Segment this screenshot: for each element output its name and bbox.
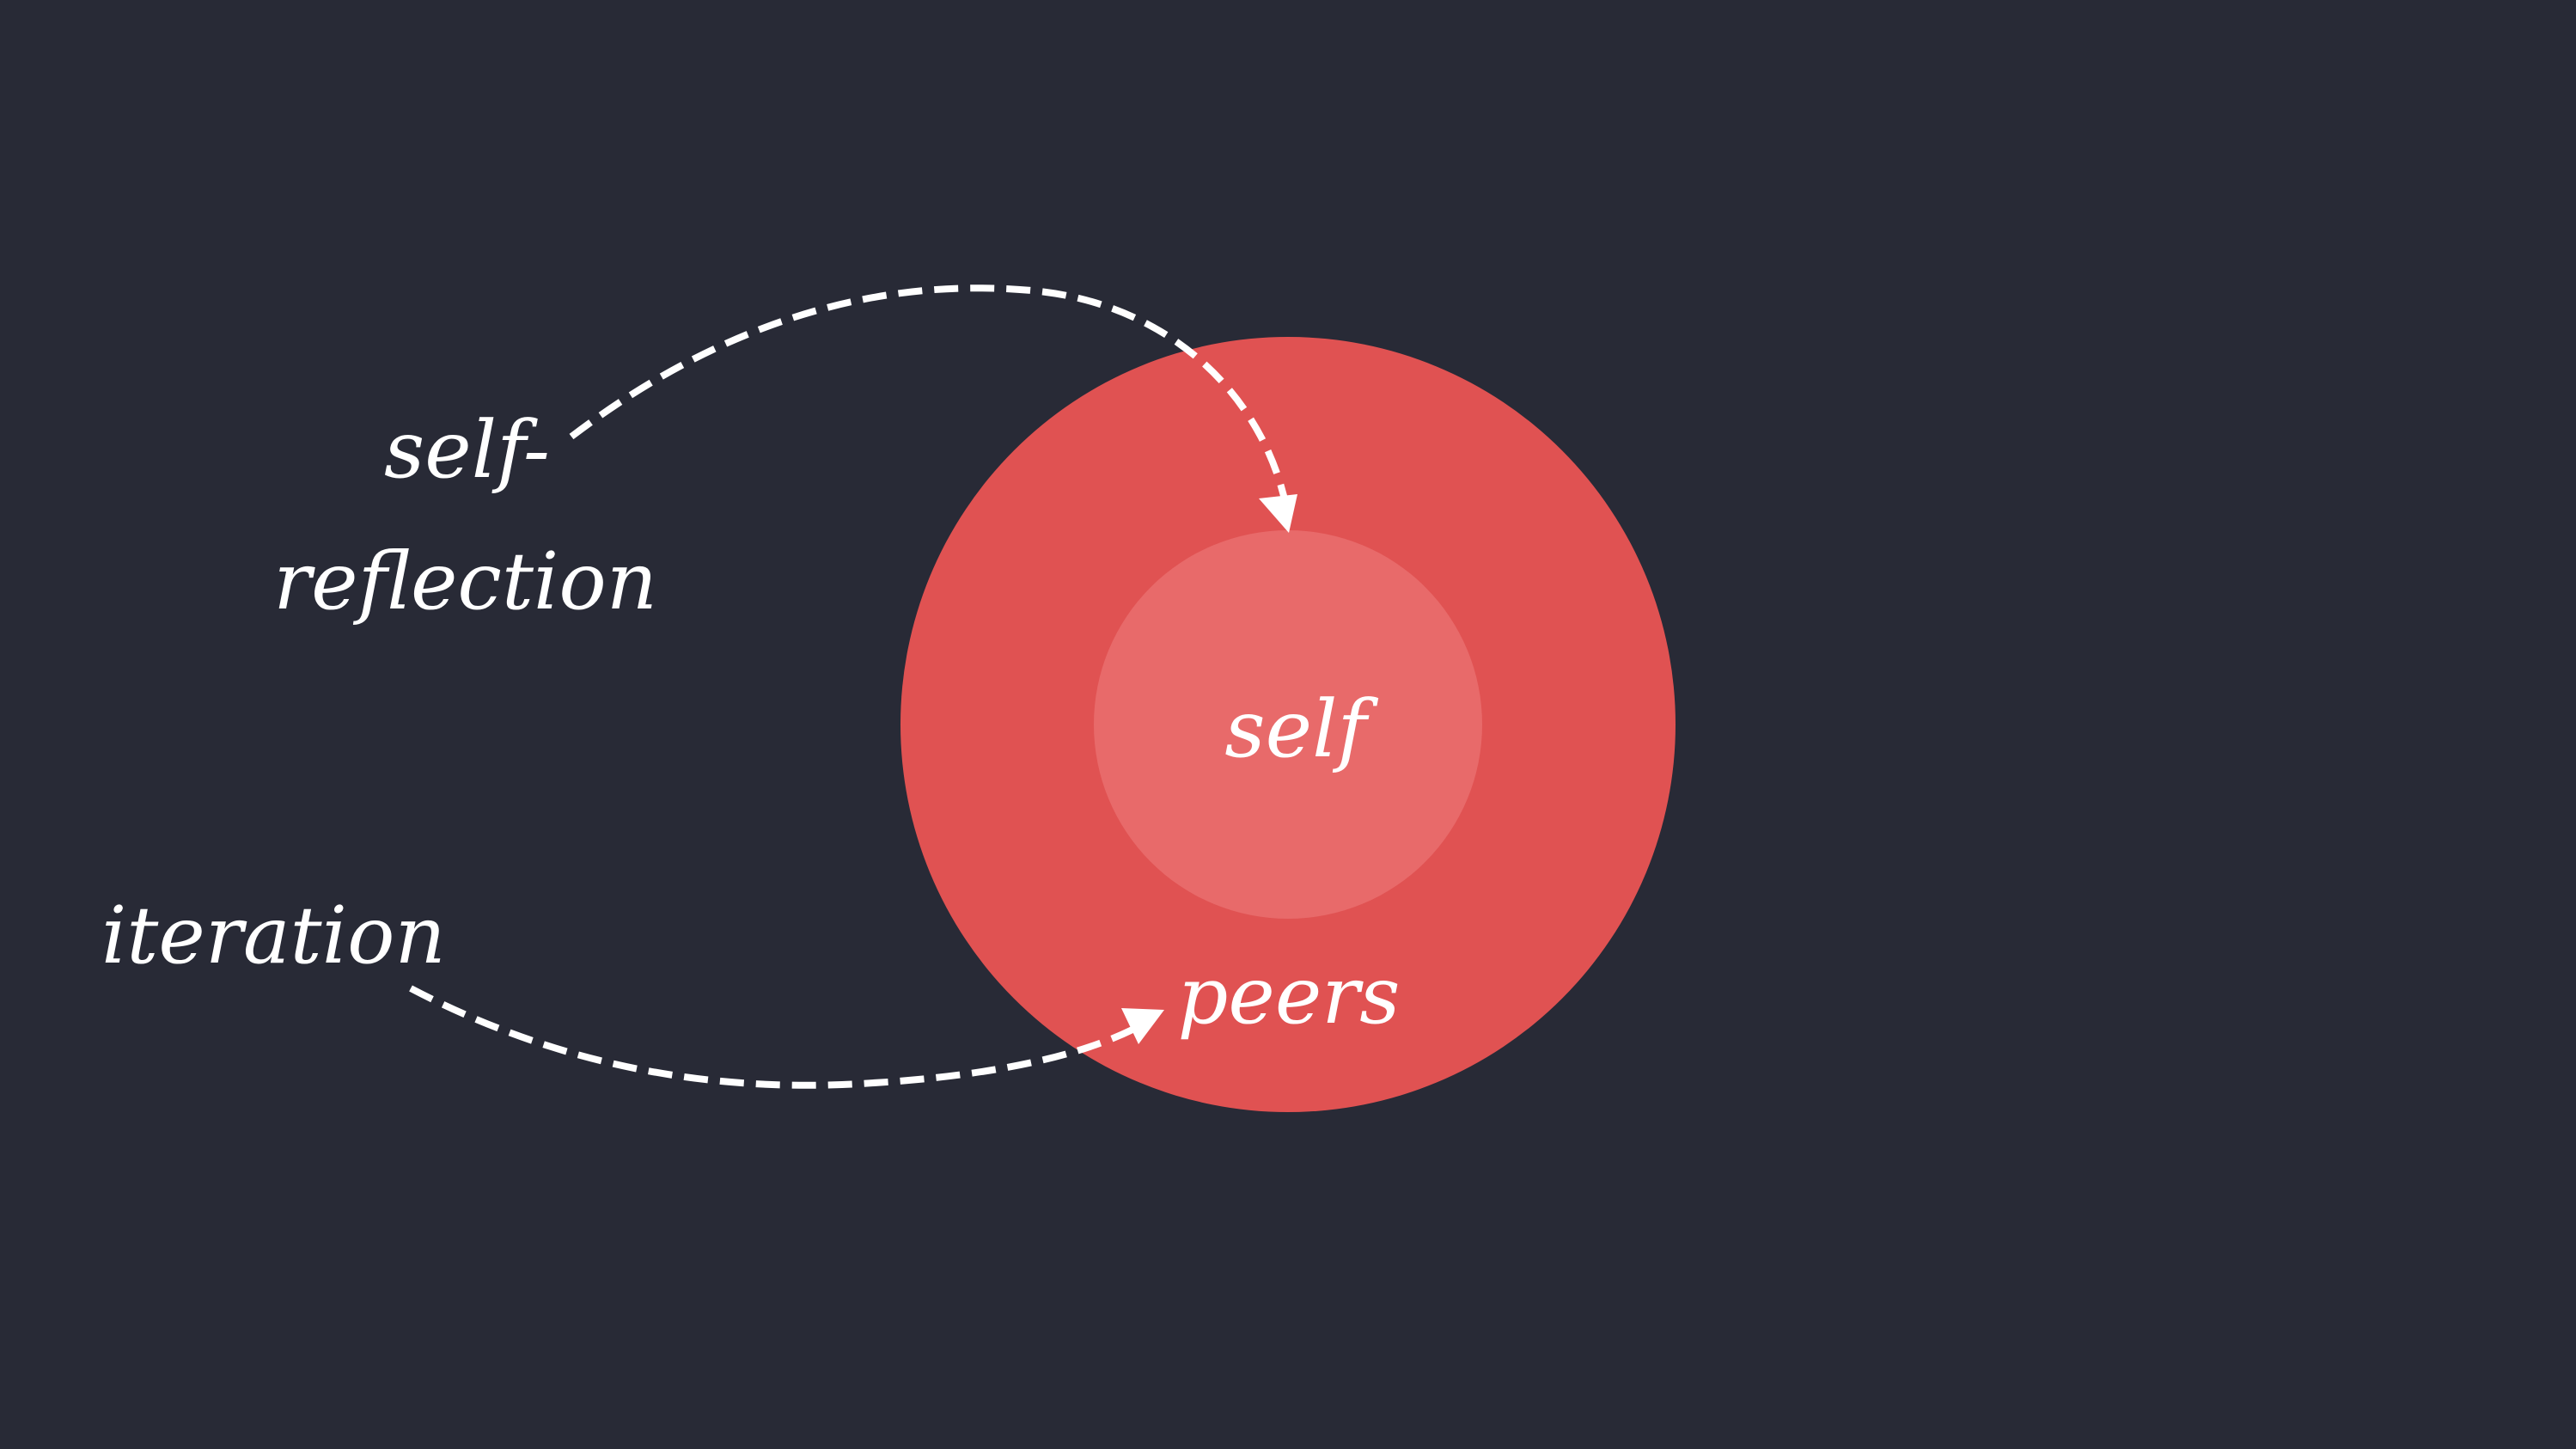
iteration-arrow xyxy=(409,985,1134,1089)
self-circle xyxy=(1094,530,1482,919)
self-reflection-arrow xyxy=(569,284,1290,508)
peers-label: peers xyxy=(1178,950,1401,1042)
self-reflection-label-line1: self- xyxy=(384,404,550,496)
self-label: self xyxy=(1224,683,1378,775)
iteration-arrowhead xyxy=(1121,1008,1164,1044)
iteration-label: iteration xyxy=(101,890,446,981)
self-reflection-label-line2: reflection xyxy=(273,535,657,627)
self-reflection-arrowhead xyxy=(1259,494,1297,533)
